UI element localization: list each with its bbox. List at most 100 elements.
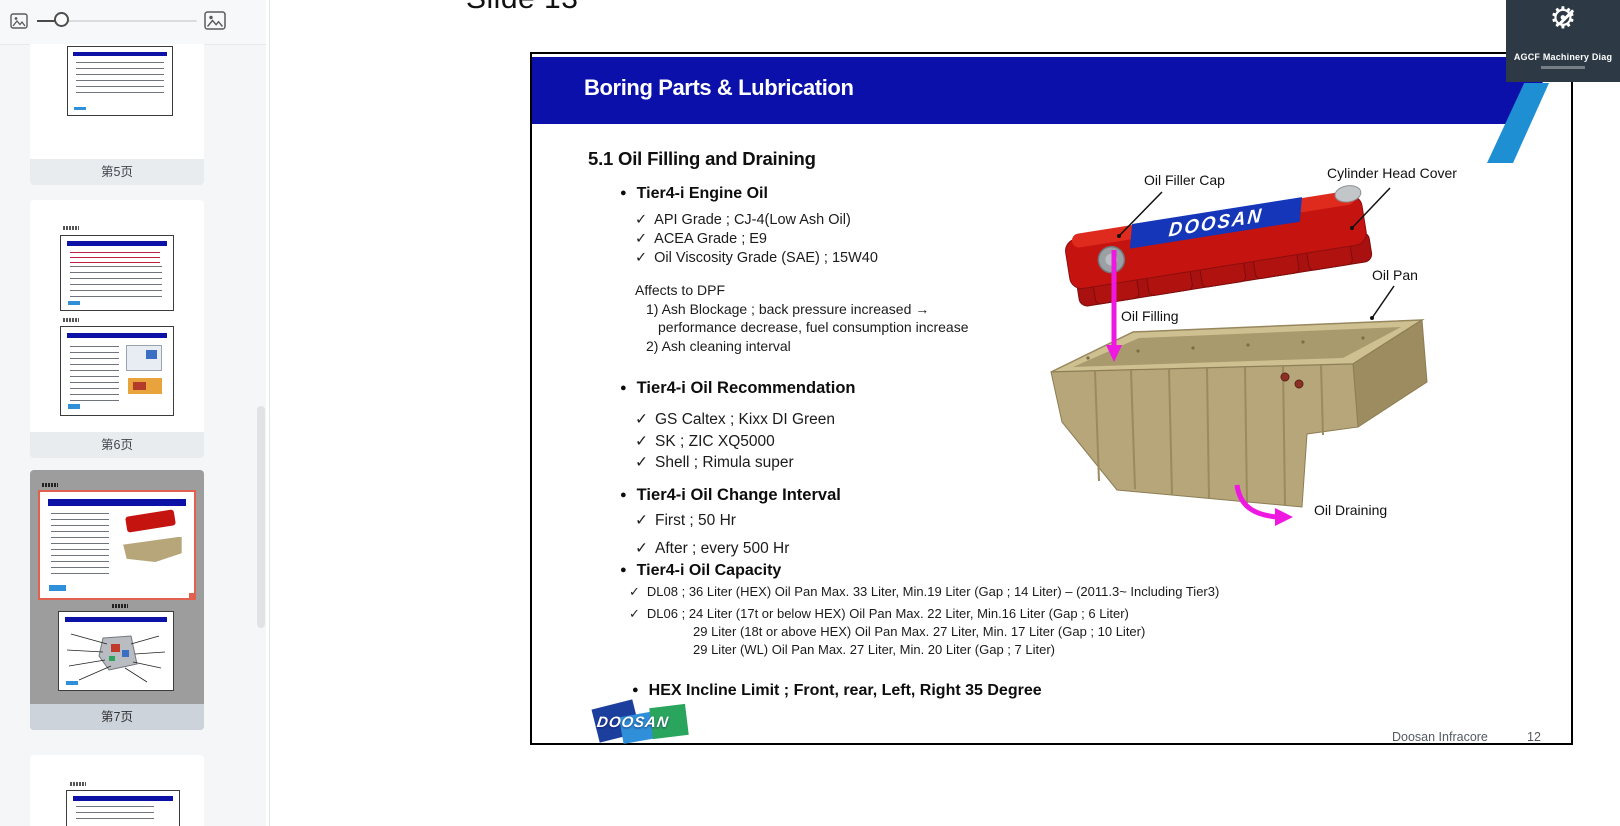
agcf-watermark: ⚙ AGCF Machinery Diag [1506,0,1620,82]
check-icon: ✓ [629,584,640,599]
check-icon: ✓ [635,454,648,471]
heading-text: Tier4-i Oil Capacity [636,562,782,579]
heading-text: HEX Incline Limit ; Front, rear, Left, R… [648,682,1042,699]
item-text: Shell ; Rimula super [655,454,794,471]
mini-slide-logo [74,106,86,111]
page-heading-slide13: Slide 13 [466,0,578,16]
check-icon: ✓ [635,411,648,428]
mini-slide-header [73,51,167,56]
mini-diagram-blue [146,349,158,359]
bullet-heading-oil-change-interval: ● Tier4-i Oil Change Interval [620,486,841,505]
page7-slide-thumbnail-2[interactable] [58,611,174,691]
bullet-heading-oil-capacity: ●Tier4-i Oil Capacity [620,562,781,580]
mini-slide-caption [42,483,58,487]
cylinder-head-cover-shape: DOOSAN [1065,185,1373,307]
doosan-logo: DOOSAN [591,699,705,744]
mini-pan-tan [123,536,182,562]
mini-slide-redlines [69,252,160,263]
capacity-subline: 29 Liter (18t or above HEX) Oil Pan Max.… [693,624,1146,639]
mini-slide-header [47,499,187,506]
check-item: ✓First ; 50 Hr [635,511,736,530]
check-item: ✓ACEA Grade ; E9 [635,231,767,247]
page-card-8[interactable] [30,755,204,826]
thumbnail-size-small-icon[interactable] [10,13,28,29]
slide-title-banner [532,57,1554,124]
footer-page-number: 12 [1527,730,1541,744]
page8-slide-thumbnail[interactable] [66,790,180,826]
bullet-heading-oil-recommendation: ● Tier4-i Oil Recommendation [620,379,855,398]
heading-text: Tier4-i Oil Recommendation [636,379,856,397]
thumbnail-size-large-icon[interactable] [204,11,226,30]
mini-slide-caption [70,782,86,786]
page6-slide-thumbnail-1[interactable] [60,235,174,311]
mini-cover-red [125,509,177,533]
page-card-7-selected[interactable]: 第7页 [30,470,204,730]
section-title: 5.1 Oil Filling and Draining [588,148,816,169]
mini-engine-diagram [66,633,166,683]
page7-slide-thumbnail-current[interactable] [38,490,196,600]
bullet-icon: ● [620,382,627,394]
footer-company: Doosan Infracore [1392,730,1488,744]
mini-slide-caption [112,604,128,608]
logo-brand-text: DOOSAN [595,714,671,731]
bullet-icon: ● [620,489,627,501]
label-cylinder-head-cover: Cylinder Head Cover [1327,165,1457,181]
item-text: DL06 ; 24 Liter (17t or below HEX) Oil P… [646,606,1129,621]
mini-slide-textlines [76,61,164,98]
check-item: ✓ GS Caltex ; Kixx DI Green [635,410,835,429]
check-icon: ✓ [635,250,648,266]
dpf-line-1: 1) Ash Blockage ; back pressure increase… [646,301,930,317]
item-text: API Grade ; CJ-4(Low Ash Oil) [654,212,851,228]
page5-slide-thumbnail[interactable] [67,46,173,116]
dpf-line-1b: performance decrease, fuel consumption i… [658,319,969,335]
thumbnail-sidebar: 第5页 第6页 [0,0,266,826]
heading-text: Tier4-i Engine Oil [636,185,768,202]
capacity-subline: 29 Liter (WL) Oil Pan Max. 27 Liter, Min… [693,642,1055,657]
item-text: Oil Viscosity Grade (SAE) ; 15W40 [654,250,878,266]
check-icon: ✓ [635,433,648,450]
page-card-6[interactable]: 第6页 [30,200,204,458]
check-item: ✓SK ; ZIC XQ5000 [635,432,775,451]
thumbnail-size-slider[interactable] [37,12,197,27]
page6-slide-thumbnail-2[interactable] [60,326,174,416]
mini-slide-textlines [69,346,120,401]
check-item: ✓After ; every 500 Hr [635,539,789,558]
mini-diagram-red [132,381,147,391]
selection-handle[interactable] [189,593,196,600]
label-oil-draining: Oil Draining [1314,502,1388,518]
watermark-subtitle-line [1541,66,1585,69]
check-item: ✓DL06 ; 24 Liter (17t or below HEX) Oil … [629,606,1129,622]
mini-slide-header [64,617,168,623]
slider-fill [37,20,55,22]
page-label-5[interactable]: 第5页 [30,159,204,185]
page-label-6[interactable]: 第6页 [30,432,204,458]
check-item: ✓ Oil Viscosity Grade (SAE) ; 15W40 [635,250,878,266]
heading-text: Tier4-i Oil Change Interval [636,486,841,504]
check-icon: ✓ [635,212,648,228]
page-label-7[interactable]: 第7页 [30,704,204,730]
bullet-icon: ● [632,684,639,696]
page-card-5[interactable]: 第5页 [30,44,204,185]
mini-slide-logo [49,585,67,591]
bullet-heading-engine-oil: ● Tier4-i Engine Oil [620,185,768,203]
item-text: ACEA Grade ; E9 [654,231,767,247]
sidebar-scrollbar-thumb[interactable] [257,406,265,628]
oil-filling-arrow [1106,250,1122,362]
item-text: First ; 50 Hr [655,512,736,529]
mini-slide-header [66,241,168,246]
check-item: ✓DL08 ; 36 Liter (HEX) Oil Pan Max. 33 L… [629,584,1219,600]
mini-slide-textlines [69,265,162,297]
label-pointer-lines [1118,187,1395,319]
slide-title: Boring Parts & Lubrication [584,75,854,100]
presentation-slide: Boring Parts & Lubrication 5.1 Oil Filli… [530,52,1573,745]
check-item: ✓ API Grade ; CJ-4(Low Ash Oil) [635,212,851,228]
label-oil-filler-cap: Oil Filler Cap [1144,172,1225,188]
oil-pan-shape [1050,319,1428,508]
watermark-title: AGCF Machinery Diag [1513,52,1613,62]
item-text: GS Caltex ; Kixx DI Green [655,411,836,428]
label-oil-filling: Oil Filling [1121,308,1179,324]
mini-slide-textlines [75,806,155,821]
slider-thumb[interactable] [54,12,69,27]
bullet-icon: ● [620,187,627,199]
